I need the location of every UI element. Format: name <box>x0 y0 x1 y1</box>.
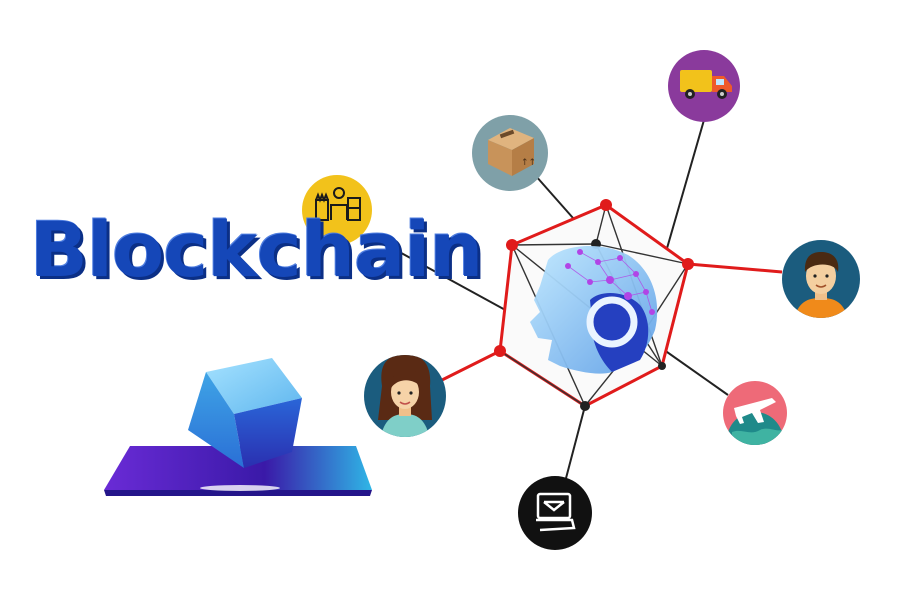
cube-block-icon <box>188 358 302 468</box>
man-node <box>782 240 860 318</box>
page-title: Blockchain <box>30 205 483 294</box>
man-avatar-icon <box>794 252 848 318</box>
package-node: ↑↑ <box>472 115 548 191</box>
airplane-globe-icon <box>727 398 783 445</box>
worker-boxes-icon <box>315 187 361 221</box>
worker-node <box>302 175 372 245</box>
truck-node <box>668 50 740 122</box>
delivery-node <box>518 476 592 550</box>
svg-text:↑↑: ↑↑ <box>521 158 536 168</box>
cardboard-box-icon: ↑↑ <box>488 128 536 176</box>
woman-node <box>364 355 446 437</box>
woman-avatar-icon <box>378 355 432 437</box>
red-links <box>441 262 783 382</box>
phone-platform <box>104 446 372 496</box>
delivery-box-icon <box>536 492 576 532</box>
airplane-node <box>723 381 787 445</box>
ai-head-icon <box>530 245 658 374</box>
delivery-truck-icon <box>680 70 732 99</box>
